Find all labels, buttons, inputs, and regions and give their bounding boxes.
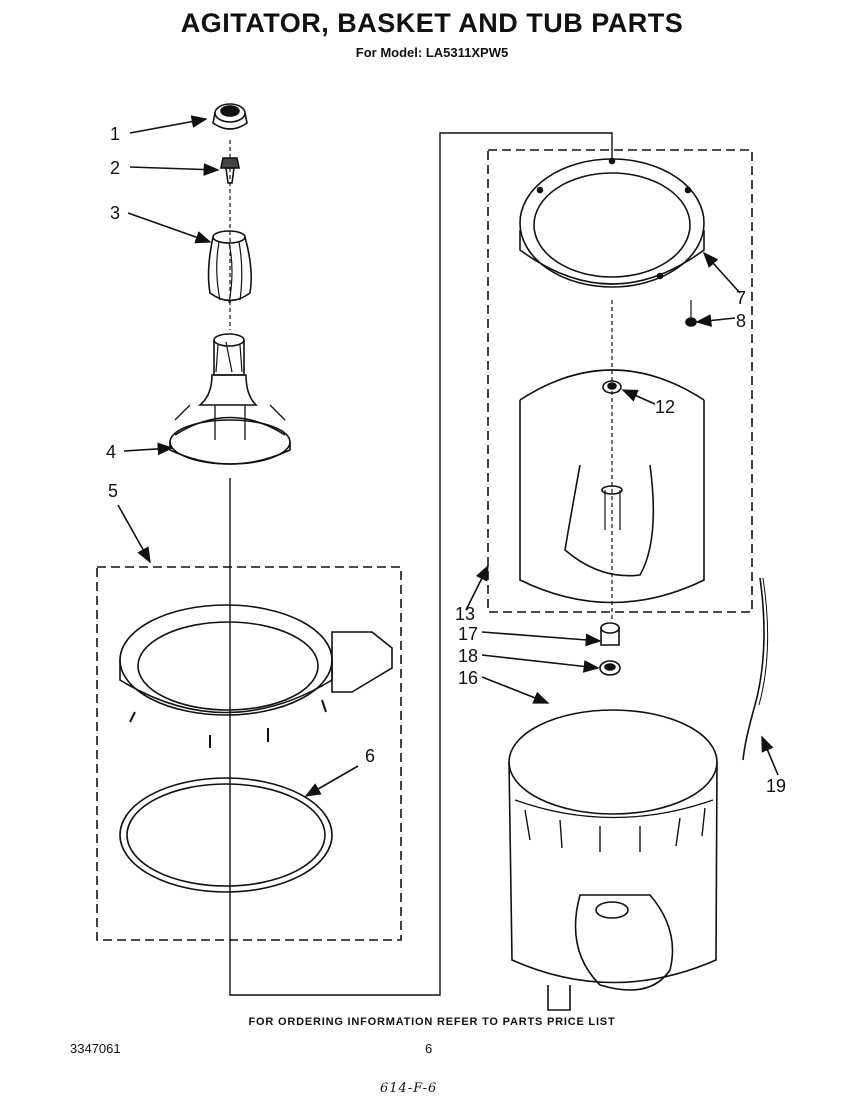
leader-arrow-3 xyxy=(127,212,212,244)
callout-18: 18 xyxy=(458,646,478,666)
handwritten-note: 614-F-6 xyxy=(380,1081,438,1096)
callout-19: 19 xyxy=(766,776,786,796)
balance-ring-part xyxy=(519,157,705,288)
leader-arrow-12 xyxy=(621,389,656,405)
leader-arrow-2 xyxy=(129,163,220,176)
agitator-cap-part xyxy=(212,103,248,130)
spin-tube-seal-part xyxy=(600,622,620,646)
page-title: AGITATOR, BASKET AND TUB PARTS xyxy=(180,8,684,38)
doc-number: 3347061 xyxy=(70,1041,121,1056)
basket-nut-part xyxy=(602,380,622,394)
agitator-part xyxy=(169,333,291,465)
gasket-part xyxy=(119,777,333,893)
agitator-bolt-part xyxy=(220,157,240,184)
leader-arrow-4 xyxy=(123,442,174,456)
part-13-group-box xyxy=(487,149,753,613)
leader-arrow-17 xyxy=(481,631,602,647)
leader-arrow-6 xyxy=(304,765,359,797)
callout-13: 13 xyxy=(455,604,475,624)
leader-arrow-19 xyxy=(761,735,779,776)
basket-part xyxy=(519,369,705,604)
hose-part xyxy=(742,577,769,761)
leader-arrow-1 xyxy=(129,115,208,134)
callout-2: 2 xyxy=(110,158,120,178)
leader-arrow-7 xyxy=(702,251,741,294)
tub-ring-part xyxy=(119,604,393,748)
callout-12: 12 xyxy=(655,397,675,417)
callout-3: 3 xyxy=(110,203,120,223)
callout-8: 8 xyxy=(736,311,746,331)
callout-4: 4 xyxy=(106,442,116,462)
model-subtitle: For Model: LA5311XPW5 xyxy=(355,45,509,60)
screw-part xyxy=(685,300,697,327)
agitator-cam-part xyxy=(207,230,252,304)
leader-arrow-8 xyxy=(695,314,736,327)
callout-1: 1 xyxy=(110,124,120,144)
leader-arrow-5 xyxy=(117,504,151,564)
callout-5: 5 xyxy=(108,481,118,501)
outer-tub-part xyxy=(508,709,718,1011)
leader-arrow-13 xyxy=(465,564,489,611)
leader-arrow-16 xyxy=(481,676,550,704)
callout-7: 7 xyxy=(736,288,746,308)
callout-16: 16 xyxy=(458,668,478,688)
callout-6: 6 xyxy=(365,746,375,766)
connector-line xyxy=(229,132,613,996)
callout-17: 17 xyxy=(458,624,478,644)
spanner-nut-part xyxy=(599,660,621,676)
ordering-note: FOR ORDERING INFORMATION REFER TO PARTS … xyxy=(248,1016,616,1028)
part-5-group-box xyxy=(96,566,402,941)
leader-arrow-18 xyxy=(481,654,600,673)
page-number: 6 xyxy=(425,1041,433,1056)
